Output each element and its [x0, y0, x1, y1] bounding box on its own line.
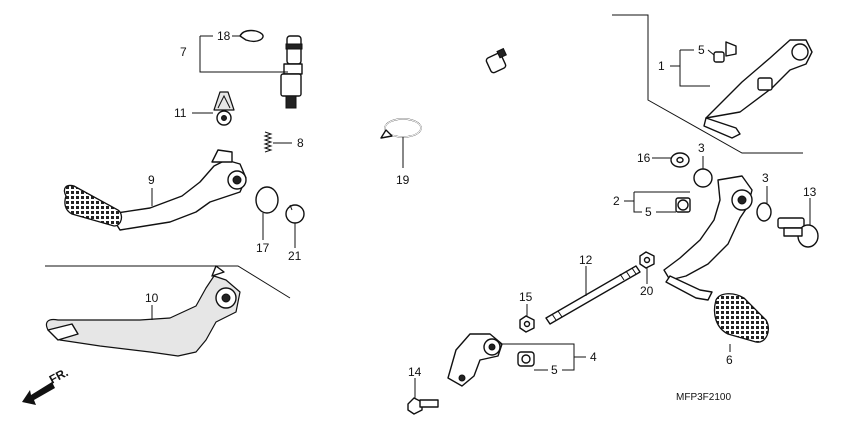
part-seal [255, 186, 279, 214]
part-nut-15 [519, 315, 535, 333]
callout-7: 7 [180, 45, 187, 59]
callout-11: 11 [174, 106, 187, 120]
callout-17: 17 [256, 241, 270, 255]
callout-3a: 3 [698, 141, 705, 155]
part-pivot-pin [777, 217, 819, 248]
callout-3b: 3 [762, 171, 769, 185]
part-bolt-5a [713, 51, 725, 63]
part-pivot-bolt [675, 197, 691, 213]
part-switch-cable [280, 12, 507, 109]
callout-10: 10 [145, 291, 159, 305]
callout-4: 4 [590, 350, 597, 364]
part-tie-rod [545, 265, 641, 325]
part-shift-pedal [63, 149, 247, 231]
part-nut-20 [639, 251, 655, 269]
callout-19: 19 [396, 173, 410, 187]
part-spring [263, 131, 273, 153]
callout-9: 9 [148, 173, 155, 187]
section-dividers [45, 14, 803, 299]
part-shift-joint [447, 333, 535, 387]
callout-1: 1 [658, 59, 665, 73]
part-bushing-a [693, 168, 713, 188]
callout-5b: 5 [645, 205, 652, 219]
callouts: 18 7 11 8 9 19 17 21 10 5 1 16 3 3 13 2 … [145, 29, 817, 379]
part-shift-arm [663, 175, 770, 343]
callout-6: 6 [726, 353, 733, 367]
part-clip [239, 29, 264, 43]
part-washer [670, 152, 690, 168]
callout-12: 12 [579, 253, 593, 267]
part-circlip [285, 204, 305, 224]
part-step-bracket [703, 39, 813, 139]
leader-lines [151, 35, 811, 398]
callout-20: 20 [640, 284, 654, 298]
part-band-clamp [380, 118, 422, 139]
callout-16: 16 [637, 151, 651, 165]
part-brake-pedal [45, 265, 241, 357]
callout-18: 18 [217, 29, 231, 43]
callout-8: 8 [297, 136, 304, 150]
callout-14: 14 [408, 365, 422, 379]
callout-2: 2 [613, 194, 620, 208]
callout-5c: 5 [551, 363, 558, 377]
callout-15: 15 [519, 290, 533, 304]
callout-5a: 5 [698, 43, 705, 57]
part-bushing-b [756, 202, 772, 222]
diagram-code: MFP3F2100 [676, 392, 731, 403]
callout-21: 21 [288, 249, 302, 263]
part-spring-holder [213, 91, 235, 126]
front-direction-arrow: FR. [22, 365, 70, 405]
callout-13: 13 [803, 185, 817, 199]
part-flange-bolt [407, 397, 439, 415]
